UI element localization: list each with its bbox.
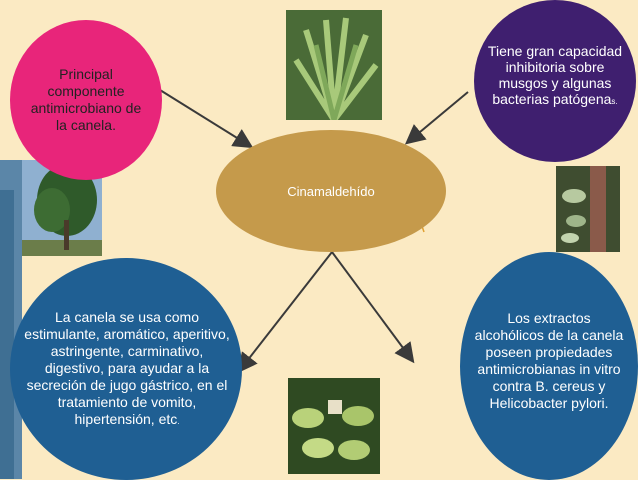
- node-main-component-text: Principal componente antimicrobiano de l…: [30, 66, 142, 133]
- center-node: Cinamaldehído: [216, 130, 446, 252]
- node-alcoholic-extracts: Los extractos alcohólicos de la canela p…: [460, 252, 638, 480]
- center-node-label: Cinamaldehído: [287, 183, 375, 199]
- node-alcoholic-extracts-text: Los extractos alcohólicos de la canela p…: [474, 310, 624, 411]
- bark-vine-photo: [556, 166, 620, 252]
- node-inhibitory-capacity-text: Tiene gran capacidad inhibitoria sobre m…: [487, 42, 623, 107]
- node-main-component: Principal componente antimicrobiano de l…: [10, 20, 162, 180]
- node-uses: La canela se usa como estimulante, aromá…: [10, 258, 242, 480]
- plant-leaves-photo: [286, 10, 382, 120]
- hosta-plant-photo: [288, 378, 380, 474]
- left-decor-band-dark: [0, 190, 14, 479]
- node-inhibitory-capacity: Tiene gran capacidad inhibitoria sobre m…: [474, 0, 636, 162]
- node-uses-text: La canela se usa como estimulante, aromá…: [24, 308, 230, 427]
